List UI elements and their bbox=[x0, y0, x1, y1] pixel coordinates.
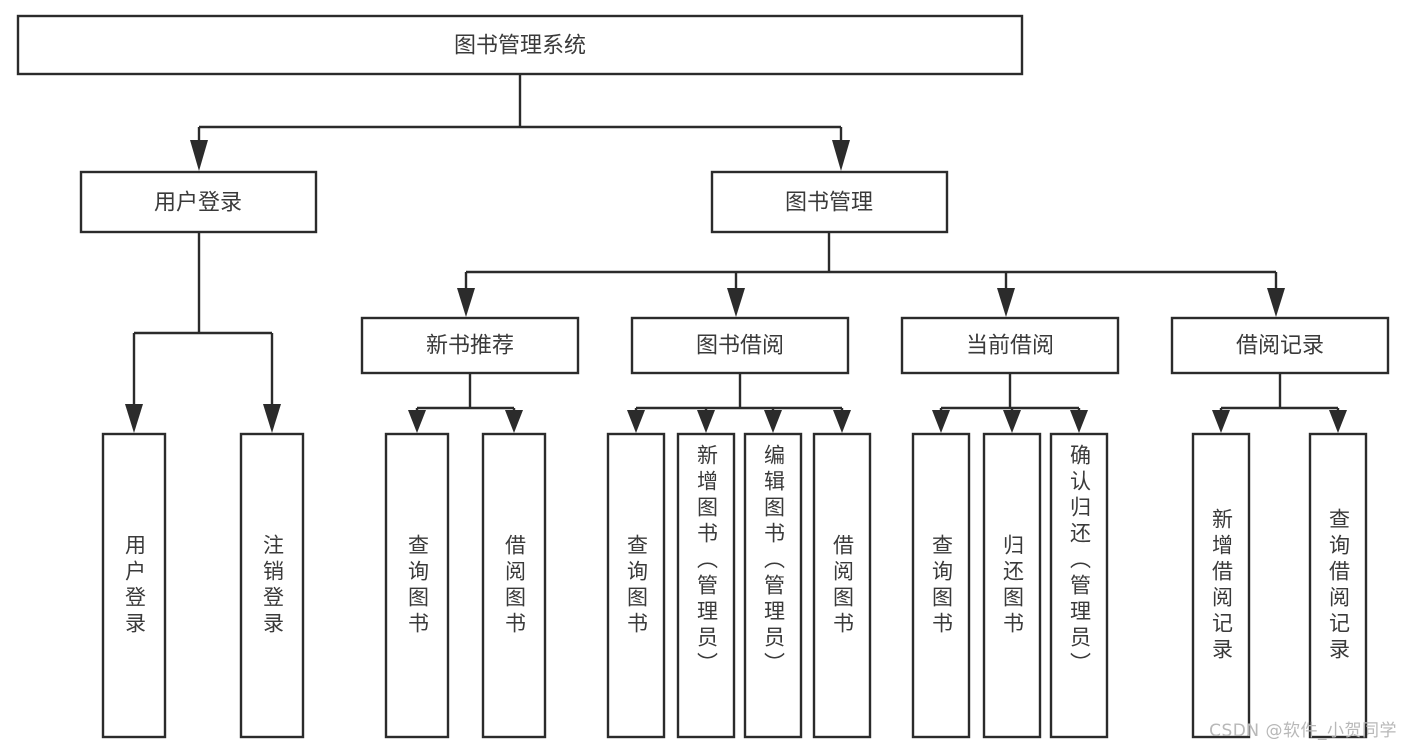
arrow-head-leaf-query-book-borrow bbox=[627, 410, 645, 433]
leaf-add-book-admin-box[interactable] bbox=[676, 432, 736, 739]
node-current-borrow-label: 当前借阅 bbox=[966, 334, 1054, 359]
leaf-add-borrow-record-label: 新增借阅记录 bbox=[1209, 507, 1234, 664]
node-book-borrow-box[interactable] bbox=[630, 316, 850, 375]
arrow-head-book-management bbox=[832, 140, 850, 171]
leaf-user-login-label: 用户登录 bbox=[122, 533, 147, 638]
arrow-head-leaf-edit-book-admin bbox=[764, 410, 782, 433]
node-new-book-recommend[interactable]: 新书推荐 bbox=[360, 316, 580, 375]
node-new-book-recommend-box[interactable] bbox=[360, 316, 580, 375]
arrow-head-borrow-record bbox=[1267, 288, 1285, 317]
arrow-head-leaf-query-book-current bbox=[932, 410, 950, 433]
node-user-login-label: 用户登录 bbox=[154, 191, 242, 216]
node-book-management[interactable]: 图书管理 bbox=[710, 170, 949, 234]
node-borrow-record[interactable]: 借阅记录 bbox=[1170, 316, 1390, 375]
leaf-query-book-current-box[interactable] bbox=[911, 432, 971, 739]
arrow-head-leaf-user-login bbox=[125, 404, 143, 433]
arrow-head-new-book-recommend bbox=[457, 288, 475, 317]
leaf-return-book-label: 归还图书 bbox=[1000, 533, 1025, 638]
node-book-management-label: 图书管理 bbox=[785, 191, 873, 216]
leaf-query-borrow-record-label: 查询借阅记录 bbox=[1326, 507, 1351, 664]
leaf-borrow-book-label: 借阅图书 bbox=[830, 533, 855, 638]
arrow-head-leaf-query-borrow-record bbox=[1329, 410, 1347, 433]
leaf-edit-book-admin-label: 编辑图书（管理员） bbox=[761, 444, 786, 678]
leaf-user-login-box[interactable] bbox=[101, 432, 167, 739]
leaf-confirm-return-admin-box[interactable] bbox=[1049, 432, 1109, 739]
leaf-borrow-book-box[interactable] bbox=[812, 432, 872, 739]
node-new-book-recommend-label: 新书推荐 bbox=[426, 334, 514, 359]
node-current-borrow-box[interactable] bbox=[900, 316, 1120, 375]
node-user-login-box[interactable] bbox=[79, 170, 318, 234]
leaf-return-book-box[interactable] bbox=[982, 432, 1042, 739]
leaf-borrow-book-recommend-label: 借阅图书 bbox=[502, 533, 527, 638]
arrow-head-current-borrow bbox=[997, 288, 1015, 317]
leaf-logout-login-label: 注销登录 bbox=[260, 533, 285, 638]
leaf-box-group bbox=[101, 432, 1368, 739]
arrow-head-user-login bbox=[190, 140, 208, 171]
node-user-login[interactable]: 用户登录 bbox=[79, 170, 318, 234]
node-book-borrow-label: 图书借阅 bbox=[696, 334, 784, 359]
leaf-confirm-return-admin-label: 确认归还（管理员） bbox=[1067, 444, 1092, 678]
arrow-head-leaf-return-book bbox=[1003, 410, 1021, 433]
leaf-add-book-admin-label: 新增图书（管理员） bbox=[694, 444, 719, 678]
node-root-box[interactable] bbox=[16, 14, 1024, 76]
node-book-borrow[interactable]: 图书借阅 bbox=[630, 316, 850, 375]
node-borrow-record-label: 借阅记录 bbox=[1236, 334, 1324, 359]
arrow-head-leaf-query-book-recommend bbox=[408, 410, 426, 433]
arrow-head-leaf-logout-login bbox=[263, 404, 281, 433]
leaf-logout-login-box[interactable] bbox=[239, 432, 305, 739]
leaf-query-book-borrow-label: 查询图书 bbox=[624, 533, 649, 638]
node-root[interactable]: 图书管理系统 bbox=[16, 14, 1024, 76]
arrow-head-leaf-borrow-book bbox=[833, 410, 851, 433]
arrow-head-leaf-confirm-return-admin bbox=[1070, 410, 1088, 433]
leaf-edit-book-admin-box[interactable] bbox=[743, 432, 803, 739]
leaf-borrow-book-recommend-box[interactable] bbox=[481, 432, 547, 739]
leaf-query-book-borrow-box[interactable] bbox=[606, 432, 666, 739]
leaf-add-borrow-record-box[interactable] bbox=[1191, 432, 1251, 739]
node-current-borrow[interactable]: 当前借阅 bbox=[900, 316, 1120, 375]
connector-group bbox=[125, 74, 1347, 433]
arrow-head-book-borrow bbox=[727, 288, 745, 317]
leaf-query-book-current-label: 查询图书 bbox=[929, 533, 954, 638]
node-borrow-record-box[interactable] bbox=[1170, 316, 1390, 375]
leaf-query-book-recommend-box[interactable] bbox=[384, 432, 450, 739]
leaf-query-book-recommend-label: 查询图书 bbox=[405, 533, 430, 638]
node-book-management-box[interactable] bbox=[710, 170, 949, 234]
arrow-head-leaf-borrow-book-recommend bbox=[505, 410, 523, 433]
node-root-label: 图书管理系统 bbox=[454, 34, 586, 59]
arrow-head-leaf-add-book-admin bbox=[697, 410, 715, 433]
arrow-head-leaf-add-borrow-record bbox=[1212, 410, 1230, 433]
leaf-query-borrow-record-box[interactable] bbox=[1308, 432, 1368, 739]
leaf-label-group: 用户登录 注销登录 查询图书 借阅图书 查询图书 bbox=[122, 444, 1351, 678]
